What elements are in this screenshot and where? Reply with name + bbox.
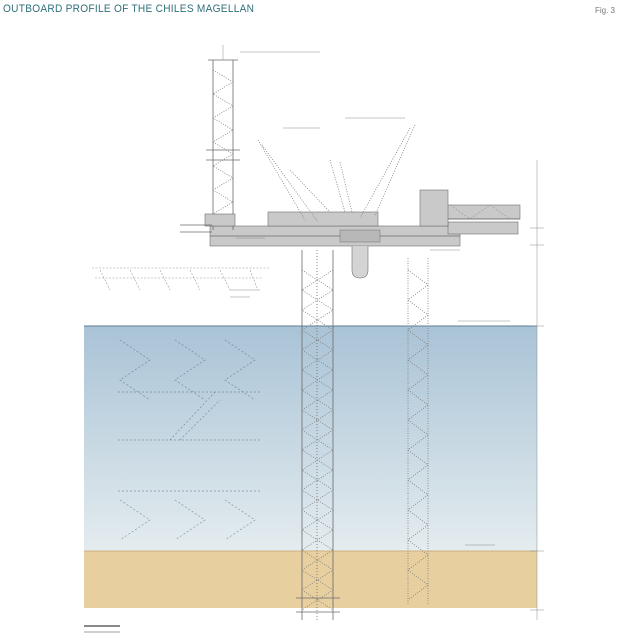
ghost-jacket-lattice — [118, 339, 262, 541]
main-deck — [209, 211, 461, 279]
figure-title: Outboard profile of the Chiles Magellan — [3, 3, 255, 15]
rear-leg — [407, 258, 429, 605]
label-leaders — [230, 51, 510, 546]
figure-number: Fig. 3 — [594, 6, 615, 15]
water-column — [84, 326, 537, 551]
helideck-structure — [419, 189, 521, 235]
hull-ghost — [92, 267, 270, 291]
crane-booms — [257, 124, 416, 223]
scale-bar — [84, 625, 120, 633]
dimension-line — [530, 160, 544, 620]
left-deck-equipment — [180, 213, 236, 233]
main-leg — [296, 250, 340, 620]
derrick-tower — [206, 45, 240, 230]
seabed-layer — [84, 551, 537, 608]
